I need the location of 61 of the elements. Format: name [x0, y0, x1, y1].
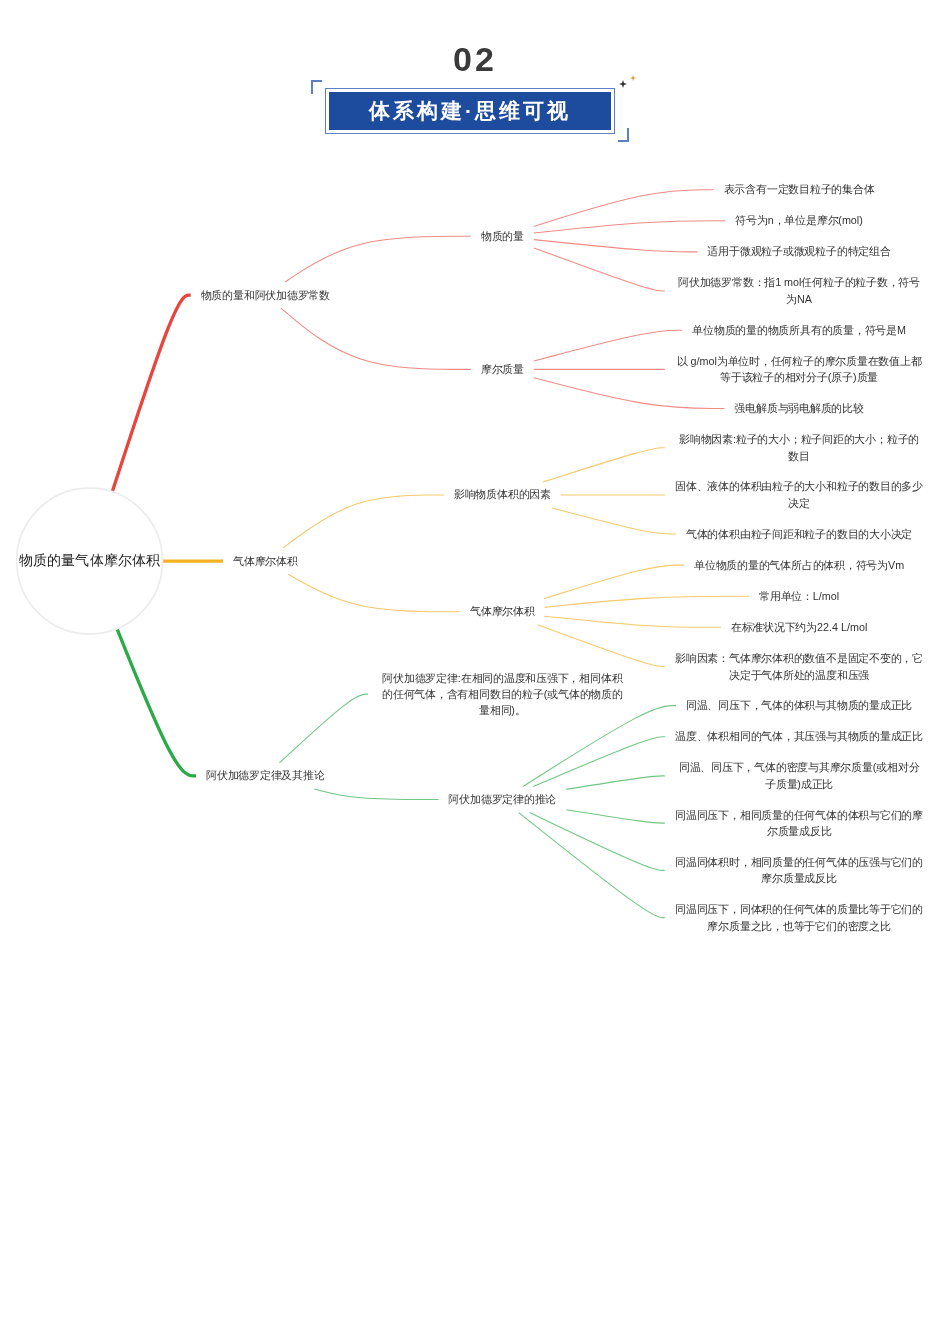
node-text: 同温同压下，相同质量的任何气体的体积与它们的摩尔质量成反比	[675, 808, 923, 838]
node-text: 摩尔质量	[480, 362, 524, 376]
node-text: 气体摩尔体积	[470, 605, 535, 618]
node-text: 在标准状况下约为22.4 L/mol	[730, 620, 868, 634]
connector	[287, 573, 461, 613]
connector	[533, 368, 666, 370]
node-text: 以 g/mol为单位时，任何粒子的摩尔质量在数值上都等于该粒子的相对分子(原子)质量	[676, 354, 922, 384]
connector	[533, 220, 726, 234]
connector	[533, 329, 683, 362]
node-text: 表示含有一定数目粒子的集合体	[723, 183, 875, 196]
connector	[115, 628, 197, 778]
node-text: 阿伏加德罗定律:在相同的温度和压强下，相同体积的任何气体，含有相同数目的粒子(或气体的物质的量相同)。	[382, 671, 623, 717]
connector	[551, 507, 677, 535]
connector	[533, 377, 726, 410]
node-text: 影响因素：气体摩尔体积的数值不是固定不变的，它决定于气体所处的温度和压强	[675, 651, 923, 681]
node-text: 适用于微观粒子或微观粒子的特定组合	[707, 245, 891, 258]
connector	[565, 809, 666, 824]
node-text: 同温同压下，同体积的任何气体的质量比等于它们的摩尔质量之比，也等于它们的密度之比	[675, 903, 923, 932]
node-circle: 物质的量气体摩尔体积	[15, 487, 164, 635]
node-text: 温度、体积相同的气体，其压强与其物质的量成正比	[675, 730, 923, 743]
connector	[522, 705, 677, 787]
node-text: 气体摩尔体积	[232, 554, 298, 568]
connector	[560, 494, 666, 496]
node-text: 强电解质与弱电解质的比较	[734, 402, 864, 415]
connector	[278, 693, 369, 764]
connector	[529, 812, 666, 871]
node-text: 单位物质的量的物质所具有的质量，符号是M	[692, 323, 906, 337]
connector	[544, 595, 750, 608]
section-number: 02	[453, 40, 497, 78]
title-banner: 体系构建·思维可视	[325, 88, 615, 134]
node-text: 同温同体积时，相同质量的任何气体的压强与它们的摩尔质量成反比	[675, 855, 923, 885]
node-text: 固体、液体的体积由粒子的大小和粒子的数目的多少决定	[675, 480, 923, 510]
node-text: 同温、同压下，气体的体积与其物质的量成正比	[685, 699, 913, 712]
connector	[282, 494, 445, 549]
connector	[544, 615, 722, 628]
node-text: 物质的量	[480, 229, 524, 243]
connector	[518, 812, 666, 919]
node-text: 阿伏加德罗定律及其推论	[206, 769, 325, 782]
connector	[565, 775, 666, 790]
node-text: 常用单位：L/mol	[758, 589, 840, 603]
connector	[313, 788, 440, 801]
node-text: 符号为n，单位是摩尔(mol)	[735, 214, 863, 227]
node-text: 单位物质的量的气体所占的体积，符号为Vm	[694, 558, 905, 572]
connector	[543, 564, 685, 600]
connector	[162, 559, 223, 563]
connector	[110, 293, 191, 493]
node-text: 气体的体积由粒子间距和粒子的数目的大小决定	[685, 527, 913, 541]
connector	[533, 189, 715, 227]
node-text: 阿伏加德罗常数：指1 mol任何粒子的粒子数，符号为NA	[678, 276, 921, 306]
connector	[542, 447, 666, 483]
connector	[533, 247, 666, 292]
connector	[533, 239, 699, 253]
node-text: 影响物质体积的因素	[453, 488, 551, 501]
connector	[284, 235, 472, 283]
node-text: 同温、同压下，气体的密度与其摩尔质量(或相对分子质量)成正比	[678, 761, 920, 790]
node-text: 物质的量和阿伏加德罗常数	[200, 288, 330, 302]
connector	[280, 307, 472, 370]
node-text: 影响物因素:粒子的大小；粒子间距的大小；粒子的数目	[679, 433, 920, 462]
connector	[532, 736, 666, 787]
connector	[537, 624, 666, 668]
node-text: 阿伏加德罗定律的推论	[448, 793, 557, 806]
